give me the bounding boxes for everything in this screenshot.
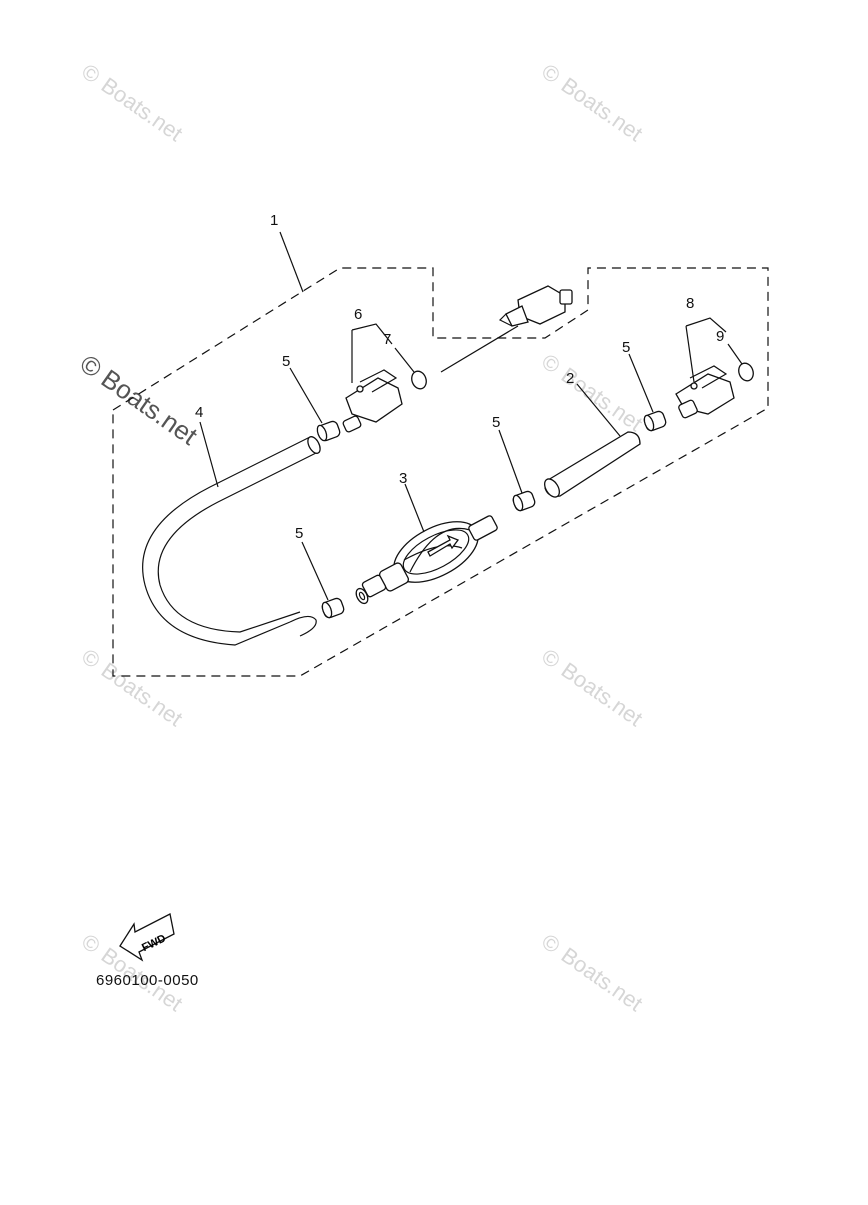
svg-text:©: © xyxy=(537,644,565,674)
callout-6: 6 xyxy=(354,306,362,323)
callout-4: 4 xyxy=(195,404,203,421)
callout-5: 5 xyxy=(282,353,290,370)
hose-clamp-small xyxy=(355,587,369,605)
svg-text:Boats.net: Boats.net xyxy=(557,657,647,731)
svg-text:Boats.net: Boats.net xyxy=(97,72,187,146)
watermark: © Boats.net xyxy=(537,59,647,147)
hose-clamp-a xyxy=(316,420,341,442)
callout-5: 5 xyxy=(295,525,303,542)
watermark-prominent: © Boats.net xyxy=(75,348,204,451)
primer-bulb-3 xyxy=(361,515,498,598)
callouts: 1 2 3 4 5 5 5 5 6 7 8 9 xyxy=(195,212,724,542)
svg-text:©: © xyxy=(537,929,565,959)
assembly-boundary xyxy=(112,267,769,677)
svg-text:©: © xyxy=(77,59,105,89)
svg-text:©: © xyxy=(77,644,105,674)
watermark: © Boats.net xyxy=(537,929,647,1017)
callout-5: 5 xyxy=(492,414,500,431)
svg-text:Boats.net: Boats.net xyxy=(557,942,647,1016)
hose-clamp-c xyxy=(512,490,536,512)
svg-text:©: © xyxy=(537,59,565,89)
hose-clamp-d xyxy=(321,597,345,619)
watermarks: © Boats.net © Boats.net © Boats.net © Bo… xyxy=(75,59,648,1017)
svg-text:©: © xyxy=(77,929,105,959)
fuel-hose-2 xyxy=(544,431,641,498)
callout-7: 7 xyxy=(383,331,391,348)
watermark: © Boats.net xyxy=(77,59,187,147)
watermark: © Boats.net xyxy=(537,644,647,732)
svg-text:©: © xyxy=(537,349,565,379)
joint-8 xyxy=(675,365,735,419)
svg-text:Boats.net: Boats.net xyxy=(97,657,187,731)
diagram-code: 6960100-0050 xyxy=(96,972,199,989)
callout-3: 3 xyxy=(399,470,407,487)
watermark: © Boats.net xyxy=(537,349,647,437)
svg-text:Boats.net: Boats.net xyxy=(96,363,204,451)
callout-1: 1 xyxy=(270,212,278,229)
callout-9: 9 xyxy=(716,328,724,345)
o-ring-7 xyxy=(411,370,427,390)
fuel-hose-4 xyxy=(142,436,321,646)
callout-5: 5 xyxy=(622,339,630,356)
svg-text:Boats.net: Boats.net xyxy=(557,72,647,146)
o-ring-9 xyxy=(738,362,754,382)
callout-8: 8 xyxy=(686,295,694,312)
fuel-connector xyxy=(498,285,573,327)
joint-6 xyxy=(342,369,403,433)
hose-clamp-b xyxy=(643,410,667,432)
callout-2: 2 xyxy=(566,370,574,387)
watermark: © Boats.net xyxy=(77,644,187,732)
leader-lines xyxy=(199,231,743,601)
